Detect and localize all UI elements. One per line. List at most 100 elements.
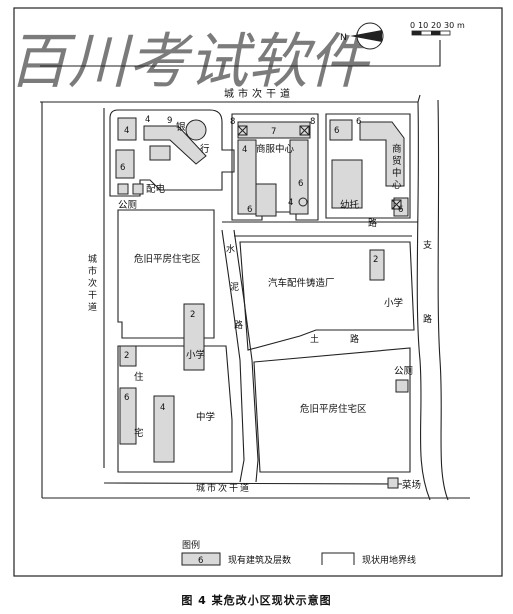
label-comm-1: 商 xyxy=(392,143,402,155)
floor-3: 6 xyxy=(120,163,125,173)
compass-north: N xyxy=(340,33,347,43)
boundary-school-block xyxy=(117,345,233,473)
label-factory: 汽车配件铸造厂 xyxy=(268,277,335,289)
floor-9: 6 xyxy=(334,126,339,136)
floor-16: 2 xyxy=(124,351,129,361)
road-branch-char-2: 路 xyxy=(423,313,432,325)
building-factory-school xyxy=(369,249,385,281)
building-house-b xyxy=(119,387,137,445)
floor-19: 6 xyxy=(398,205,403,215)
scale-unit: m xyxy=(457,21,465,30)
label-bank-1: 银 xyxy=(176,121,186,133)
road-label-left: 城 市 次 干 道 xyxy=(88,254,97,313)
road-label-bottom: 城市次干道 xyxy=(196,482,251,494)
building-service-c xyxy=(255,183,277,217)
buildings xyxy=(115,117,409,489)
floor-1: 4 xyxy=(124,126,129,136)
road-cement-west-edge xyxy=(221,229,245,483)
road-upper-label: 路 xyxy=(368,217,377,229)
building-bank-a xyxy=(117,117,137,141)
special-buildings xyxy=(237,125,402,210)
road-left-char-2: 市 xyxy=(88,265,97,277)
label-toilet-right: 公厕 xyxy=(394,366,413,377)
building-service-b xyxy=(289,139,309,215)
scale-tick-20: 20 xyxy=(431,21,441,30)
road-label-branch: 支 路 xyxy=(423,239,432,325)
floor-13: 6 xyxy=(298,179,303,189)
legend-box xyxy=(20,532,494,574)
building-kinder xyxy=(331,159,363,209)
road-dirt-char-2: 路 xyxy=(350,333,359,345)
boundary-bank-block xyxy=(109,109,235,197)
building-bank-round xyxy=(185,119,207,141)
label-market: 菜场 xyxy=(402,479,421,491)
label-middle-school: 中学 xyxy=(196,411,215,423)
building-house-a xyxy=(119,345,137,367)
road-left-char-5: 道 xyxy=(88,301,97,313)
floor-15: 2 xyxy=(190,310,195,320)
road-cement-east-edge xyxy=(233,229,259,483)
building-middle-school xyxy=(153,395,175,463)
label-toilet-left: 公厕 xyxy=(118,200,137,211)
legend-boundary-label: 现状用地界线 xyxy=(362,554,416,566)
label-old-left: 危旧平房住宅区 xyxy=(134,253,201,265)
label-comm-4: 心 xyxy=(392,180,402,191)
road-label-top: 城市次干道 xyxy=(224,87,294,100)
area-labels: 银 行 商服中心 商 贸 中 心 幼托 配电 公厕 危旧平房住宅区 汽车配件铸造… xyxy=(118,121,421,491)
label-res-1: 住 xyxy=(134,371,144,383)
boundary-commerce-block xyxy=(325,113,411,219)
building-power-b xyxy=(132,183,144,195)
legend-building-swatch xyxy=(181,552,221,566)
crossbox-2 xyxy=(299,125,310,136)
label-school-left: 小学 xyxy=(186,349,205,361)
diamond-marker xyxy=(298,197,308,207)
roads xyxy=(40,40,470,501)
floor-11: 4 xyxy=(288,198,293,208)
scale-bar: 0 10 20 30 m xyxy=(410,21,465,36)
legend-title: 图例 xyxy=(182,539,200,551)
road-left-char-4: 干 xyxy=(88,290,97,301)
building-service-a xyxy=(237,139,257,215)
road-top-north-edge xyxy=(40,40,441,67)
building-school-left xyxy=(183,303,205,371)
legend: 图例 6 现有建筑及层数 现状用地界线 xyxy=(20,532,494,574)
scale-bar-seg-1 xyxy=(412,31,422,35)
scale-bar-seg-2 xyxy=(431,31,441,35)
label-service: 商服中心 xyxy=(256,143,295,155)
crossbox-1 xyxy=(237,125,248,136)
legend-boundary-swatch xyxy=(321,552,355,565)
floor-8: 4 xyxy=(242,145,247,155)
road-branch-char-1: 支 xyxy=(423,239,432,251)
road-left-char-3: 次 xyxy=(88,277,97,289)
label-comm-2: 贸 xyxy=(392,155,402,167)
road-bottom-north-edge xyxy=(103,482,403,485)
label-kinder: 幼托 xyxy=(340,199,360,211)
building-comm-main xyxy=(359,121,405,187)
floor-7: 8 xyxy=(310,117,315,127)
floor-18: 4 xyxy=(160,403,165,413)
floor-4: 7 xyxy=(271,127,276,137)
building-comm-a xyxy=(329,119,353,141)
scale-tick-10: 10 xyxy=(418,21,428,30)
crossbox-3-x xyxy=(391,199,402,210)
road-right-west-edge xyxy=(416,101,431,501)
scale-tick-0: 0 xyxy=(410,21,415,30)
building-bank-b xyxy=(115,149,135,179)
boundary-factory xyxy=(239,241,415,351)
crossbox-3 xyxy=(391,199,402,210)
compass-needle xyxy=(350,30,382,42)
floor-6: 4 xyxy=(145,115,150,125)
floor-2: 9 xyxy=(167,116,172,126)
floor-5: 8 xyxy=(230,117,235,127)
compass: N xyxy=(340,22,384,50)
floor-12: 6 xyxy=(247,205,252,215)
building-market xyxy=(387,477,399,489)
boundary-old-housing-left xyxy=(117,209,215,339)
watermark: 百川考试软件 xyxy=(8,27,373,97)
building-power-a xyxy=(117,183,129,195)
road-label-cement: 水 泥 路 xyxy=(226,243,243,331)
road-right-east-edge xyxy=(437,99,449,501)
road-cement-char-2: 泥 xyxy=(230,282,239,293)
floor-10: 6 xyxy=(356,117,361,127)
crossbox-1-x xyxy=(237,125,248,136)
